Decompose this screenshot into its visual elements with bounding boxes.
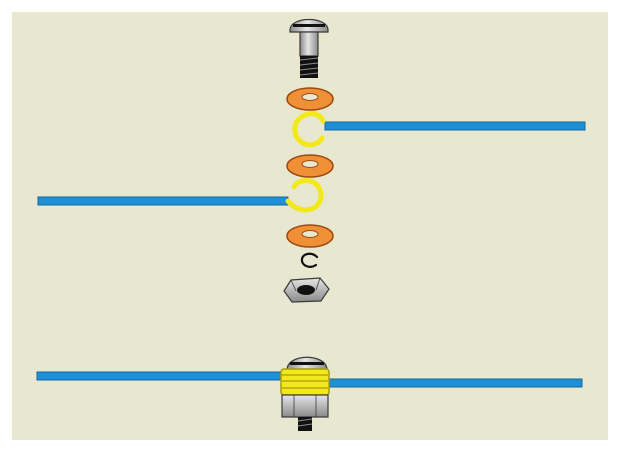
lock-washer [300, 252, 319, 268]
assembled-view [36, 356, 583, 431]
assembled-screw-slot [290, 362, 324, 365]
screw-shank [299, 31, 319, 57]
assembled-wire-right [324, 378, 583, 388]
hex-nut [283, 277, 330, 303]
hook-left [285, 177, 324, 213]
exploded-view [37, 19, 586, 303]
assembled-clamp [280, 368, 330, 396]
assembled-nut [281, 394, 329, 418]
hook-right [292, 111, 326, 148]
washer-middle [286, 154, 334, 178]
wire-hook-left [37, 177, 324, 213]
screw-threads [300, 56, 318, 78]
washer-bottom [286, 224, 334, 248]
screw-slot [293, 24, 325, 27]
assembled-screw [280, 356, 330, 431]
washer-top [286, 87, 334, 111]
wire-hook-right [292, 111, 586, 148]
wire-right [324, 121, 586, 131]
screw [289, 19, 329, 78]
wire-left [37, 196, 289, 206]
assembled-wire-left [36, 371, 288, 381]
